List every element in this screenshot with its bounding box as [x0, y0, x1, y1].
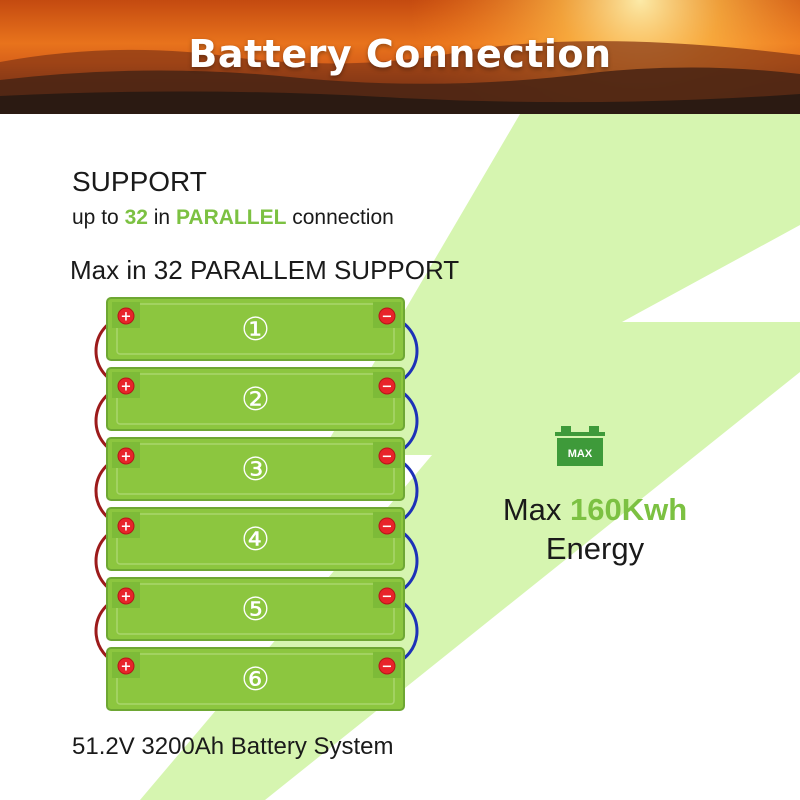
battery-packs: + − ① + − ② + − ③ + − ④ + − ⑤ + − ⑥: [106, 297, 405, 711]
minus-sign-icon: −: [382, 380, 393, 395]
support-prefix: up to: [72, 206, 119, 229]
plus-sign-icon: +: [121, 450, 132, 465]
minus-sign-icon: −: [382, 450, 393, 465]
negative-terminal: [378, 587, 396, 605]
battery-number-label: ②: [241, 380, 270, 418]
battery-number-label: ④: [241, 520, 270, 558]
battery-body: [106, 297, 405, 361]
max-badge-label: MAX: [568, 448, 593, 460]
positive-terminal: [117, 587, 135, 605]
parallel-count: 32: [124, 206, 148, 229]
battery-inner-panel: [116, 653, 395, 705]
max-parallel-caption: Max in 32 PARALLEM SUPPORT: [70, 255, 460, 285]
plus-sign-icon: +: [121, 520, 132, 535]
battery-inner-panel: [116, 583, 395, 635]
negative-terminal: [378, 447, 396, 465]
battery-number-label: ①: [241, 310, 270, 348]
battery-body: [106, 437, 405, 501]
plus-sign-icon: +: [121, 380, 132, 395]
negative-terminal: [378, 517, 396, 535]
energy-value: 160Kwh: [570, 492, 688, 527]
page-title: Battery Connection: [188, 32, 612, 76]
battery-pack: + − ④: [106, 507, 405, 571]
battery-inner-panel: [116, 303, 395, 355]
battery-pack: + − ①: [106, 297, 405, 361]
negative-terminal: [378, 377, 396, 395]
battery-pack: + − ⑥: [106, 647, 405, 711]
positive-terminal: [117, 447, 135, 465]
battery-inner-panel: [116, 513, 395, 565]
battery-body: [106, 647, 405, 711]
energy-callout: Max 160Kwh Energy: [470, 490, 720, 568]
positive-terminal: [117, 377, 135, 395]
energy-suffix: Energy: [545, 531, 645, 566]
plus-sign-icon: +: [121, 590, 132, 605]
sunset-landscape-image: [0, 0, 800, 114]
positive-terminal: [117, 307, 135, 325]
support-mid: in: [153, 206, 171, 229]
support-suffix: connection: [292, 206, 394, 229]
battery-number-label: ⑥: [241, 660, 270, 698]
positive-terminal: [117, 517, 135, 535]
energy-prefix: Max: [502, 492, 562, 527]
plus-sign-icon: +: [121, 660, 132, 675]
plus-sign-icon: +: [121, 310, 132, 325]
minus-sign-icon: −: [382, 660, 393, 675]
battery-body: [106, 507, 405, 571]
battery-inner-panel: [116, 373, 395, 425]
battery-system-label: 51.2V 3200Ah Battery System: [72, 733, 394, 760]
battery-number-label: ③: [241, 450, 270, 488]
battery-pack: + − ②: [106, 367, 405, 431]
minus-sign-icon: −: [382, 310, 393, 325]
support-description: up to 32 in PARALLEL connection: [72, 206, 394, 230]
max-battery-icon: MAX: [555, 426, 605, 466]
positive-terminal: [117, 657, 135, 675]
negative-terminal: [378, 307, 396, 325]
parallel-mode: PARALLEL: [175, 206, 287, 229]
battery-pack: + − ⑤: [106, 577, 405, 641]
negative-terminal: [378, 657, 396, 675]
minus-sign-icon: −: [382, 590, 393, 605]
battery-body: [106, 577, 405, 641]
energy-line: Max 160Kwh: [470, 490, 720, 529]
hero-banner: Battery Connection: [0, 0, 800, 114]
support-heading: SUPPORT: [72, 166, 207, 197]
battery-inner-panel: [116, 443, 395, 495]
battery-body: [106, 367, 405, 431]
battery-pack: + − ③: [106, 437, 405, 501]
battery-number-label: ⑤: [241, 590, 270, 628]
minus-sign-icon: −: [382, 520, 393, 535]
